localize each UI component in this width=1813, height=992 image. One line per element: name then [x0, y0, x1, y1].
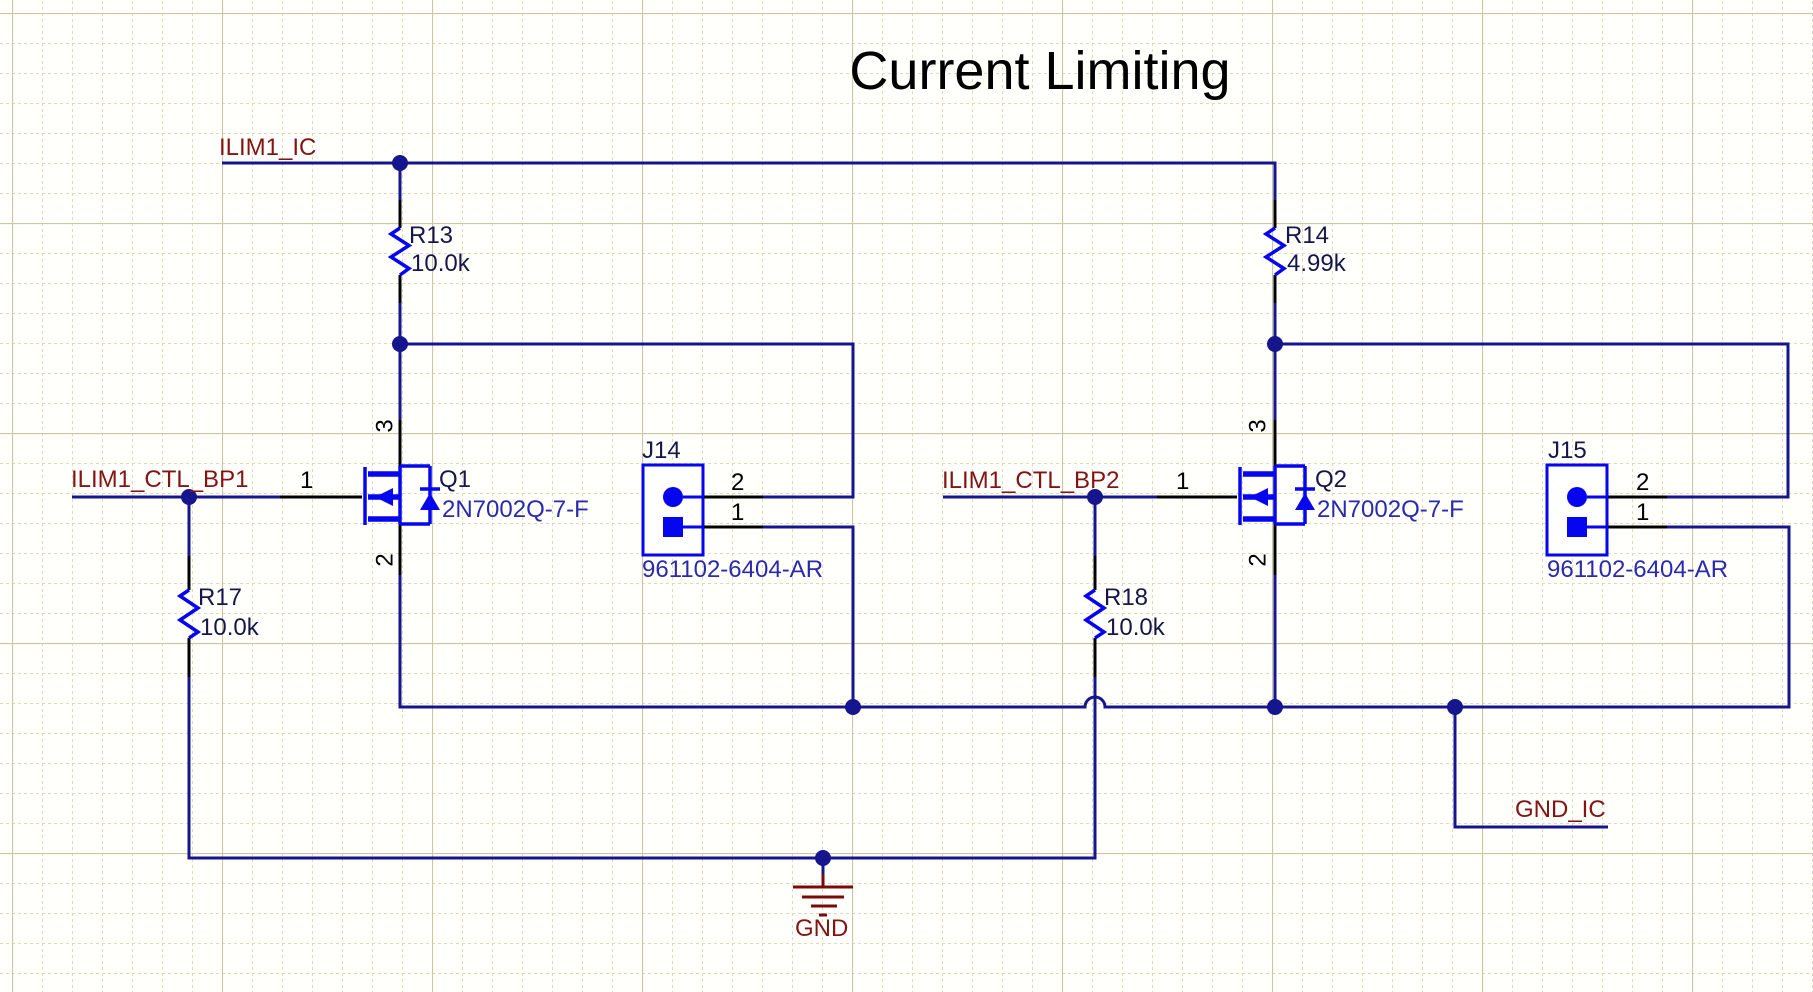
connector-j14[interactable]	[641, 463, 763, 557]
mosfet-pins	[1157, 420, 1277, 575]
part-number-q2[interactable]: 2N7002Q-7-F	[1317, 496, 1464, 523]
pin-number-q2-source: 2	[1244, 553, 1272, 567]
connector-pins	[704, 495, 763, 529]
value-r13[interactable]: 10.0k	[411, 250, 470, 277]
wire-net-ilim1-ctl-bp2[interactable]	[943, 489, 1157, 556]
mosfet-q1[interactable]	[280, 420, 440, 575]
sheet-title[interactable]: Current Limiting	[849, 41, 1231, 101]
junction-dot	[1267, 336, 1283, 352]
junction-dot	[181, 489, 197, 505]
pin-number-j14-1: 1	[731, 499, 745, 526]
mosfet-pins	[280, 420, 402, 575]
connector-body	[641, 463, 705, 557]
connector-j15[interactable]	[1545, 463, 1667, 557]
body-diode-triangle	[1295, 493, 1315, 510]
connector-pin2-circle	[1567, 487, 1587, 507]
mosfet-body-arrow	[375, 488, 393, 506]
junction-dot	[845, 699, 861, 715]
junction-dot	[1087, 489, 1103, 505]
connector-stubs	[683, 495, 704, 529]
pin-number-j15-2: 2	[1636, 469, 1650, 496]
junction-dot	[1447, 699, 1463, 715]
wire-segment	[1275, 342, 1790, 499]
resistor-zigzag	[176, 588, 202, 640]
mosfet-body-and-diode-lines	[1273, 464, 1315, 526]
connector-pins	[1608, 495, 1667, 529]
pin-number-q2-drain: 3	[1244, 419, 1272, 433]
gnd-power-port[interactable]	[793, 874, 853, 917]
part-number-j15[interactable]: 961102-6404-AR	[1547, 556, 1729, 583]
resistor-zigzag	[387, 226, 413, 277]
designator-r17[interactable]: R17	[198, 584, 243, 611]
pin-number-j15-1: 1	[1636, 499, 1650, 526]
designator-r18[interactable]: R18	[1104, 584, 1149, 611]
power-port-label-gnd[interactable]: GND	[795, 915, 849, 942]
wire-segment	[222, 161, 1277, 200]
resistor-r18[interactable]	[1082, 556, 1108, 677]
connector-pin2-circle	[663, 487, 683, 507]
pin-number-q1-gate: 1	[300, 467, 314, 494]
junction-dot	[1267, 699, 1283, 715]
junction-dot	[392, 155, 408, 171]
wire-segment	[187, 677, 1097, 860]
junction-dot	[815, 850, 831, 866]
designator-j15[interactable]: J15	[1548, 437, 1587, 464]
designator-q1[interactable]: Q1	[439, 466, 472, 493]
wire-segment	[400, 342, 855, 499]
resistor-r17[interactable]	[176, 556, 202, 677]
wire-net-drain1[interactable]	[392, 303, 855, 499]
mosfet-body-arrow	[1250, 488, 1268, 506]
pin-number-q1-source: 2	[371, 553, 399, 567]
connector-pin1-square	[1567, 517, 1587, 537]
part-number-j14[interactable]: 961102-6404-AR	[642, 556, 824, 583]
wire-segment	[763, 525, 855, 707]
resistor-r13[interactable]	[387, 200, 413, 303]
wire-net-ilim1-ic[interactable]	[222, 155, 1277, 200]
value-r17[interactable]: 10.0k	[200, 614, 259, 641]
connector-body	[1545, 463, 1609, 557]
designator-r14[interactable]: R14	[1285, 222, 1330, 249]
pin-number-q1-drain: 3	[371, 419, 399, 433]
designator-q2[interactable]: Q2	[1315, 466, 1348, 493]
net-label-gnd-ic[interactable]: GND_IC	[1515, 796, 1606, 823]
designator-r13[interactable]: R13	[409, 222, 454, 249]
resistor-zigzag	[1262, 226, 1288, 277]
wire-net-drain2[interactable]	[1267, 303, 1790, 499]
net-label-ilim1-ctl-bp1[interactable]: ILIM1_CTL_BP1	[71, 466, 249, 493]
mosfet-q2[interactable]	[1157, 420, 1315, 575]
mosfet-body-and-diode-lines	[398, 464, 440, 526]
resistor-r14[interactable]	[1262, 200, 1288, 303]
pin-number-q2-gate: 1	[1176, 468, 1190, 495]
connector-stubs	[1587, 495, 1608, 529]
wire-net-ilim1-ctl-bp1[interactable]	[72, 489, 280, 556]
resistor-zigzag	[1082, 588, 1108, 640]
gnd-bars	[793, 885, 853, 917]
body-diode-triangle	[420, 493, 440, 510]
wire-segment-gnd-ic	[1453, 707, 1608, 829]
value-r14[interactable]: 4.99k	[1287, 250, 1346, 277]
net-label-ilim1-ic[interactable]: ILIM1_IC	[219, 134, 317, 161]
designator-j14[interactable]: J14	[642, 437, 681, 464]
value-r18[interactable]: 10.0k	[1106, 614, 1165, 641]
pin-number-j14-2: 2	[731, 469, 745, 496]
net-label-ilim1-ctl-bp2[interactable]: ILIM1_CTL_BP2	[942, 467, 1120, 494]
junction-dot	[392, 336, 408, 352]
wire-net-gnd[interactable]	[187, 525, 1791, 874]
connector-pin1-square	[663, 517, 683, 537]
part-number-q1[interactable]: 2N7002Q-7-F	[442, 496, 589, 523]
